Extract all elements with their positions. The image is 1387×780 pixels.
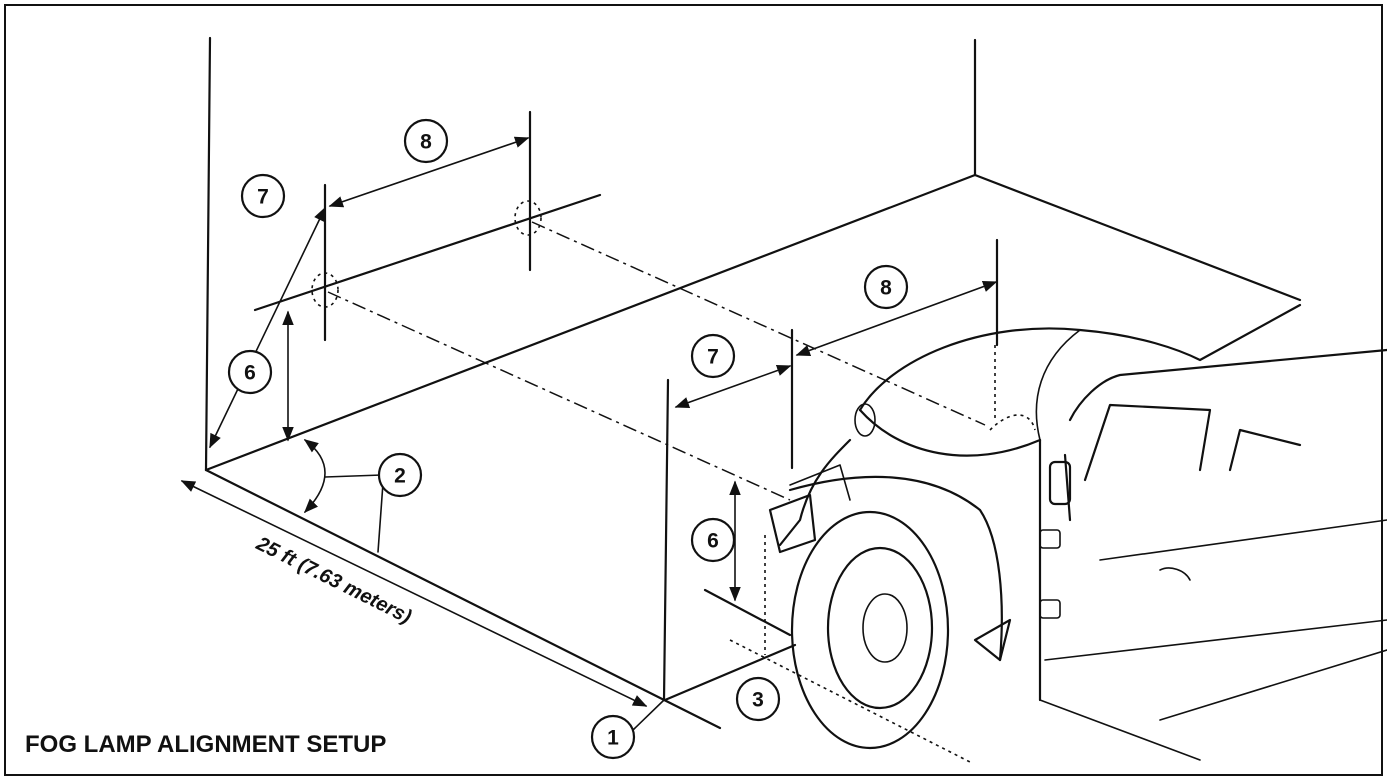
vehicle-illustration (768, 303, 1387, 761)
diagram-title: FOG LAMP ALIGNMENT SETUP (25, 731, 386, 758)
callout-7-left: 7 (240, 173, 286, 219)
callout-7-right: 7 (690, 333, 736, 379)
callout-8-right: 8 (863, 264, 909, 310)
diagram-frame (4, 4, 1383, 776)
svg-text:6: 6 (244, 362, 256, 385)
dimension-arrows (180, 136, 998, 707)
distance-label: 25 ft (7.63 meters) (252, 532, 415, 628)
svg-text:7: 7 (257, 186, 269, 209)
vehicle-reference-lines (662, 238, 999, 763)
svg-text:1: 1 (607, 727, 619, 750)
callout-6-right: 6 (690, 517, 736, 563)
svg-text:2: 2 (394, 465, 406, 488)
room-outline (204, 36, 1302, 730)
callout-3: 3 (735, 676, 781, 722)
callout-1: 1 (590, 714, 636, 760)
svg-text:8: 8 (420, 131, 432, 154)
svg-text:8: 8 (880, 277, 892, 300)
callout-2: 2 (377, 452, 423, 498)
svg-text:3: 3 (752, 689, 764, 712)
callout-8-top: 8 (403, 118, 449, 164)
beam-lines (327, 221, 986, 501)
svg-text:6: 6 (707, 530, 719, 553)
callout-6-left: 6 (227, 349, 273, 395)
svg-text:7: 7 (707, 346, 719, 369)
